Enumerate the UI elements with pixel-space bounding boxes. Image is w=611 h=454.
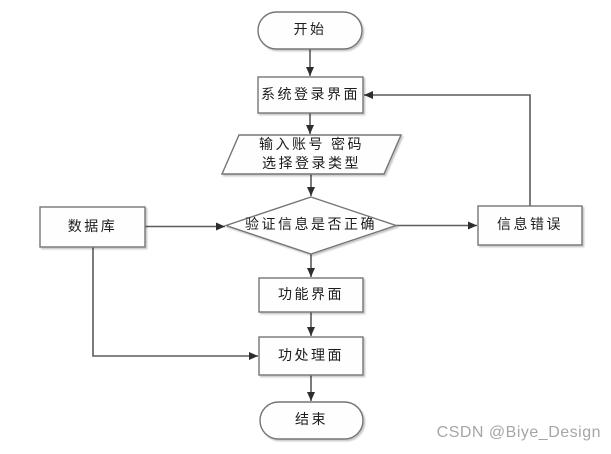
function-node-shape	[258, 277, 364, 313]
decision-node-shape	[223, 196, 399, 255]
end-node-shape	[259, 401, 364, 440]
process-node-shape	[258, 336, 364, 376]
error-node-shape	[477, 205, 583, 246]
input-node-shape	[220, 134, 403, 175]
start-node-shape	[257, 11, 363, 50]
edge-error-to-login	[364, 91, 531, 206]
edge-database-to-process	[92, 247, 258, 360]
database-node-shape	[39, 206, 146, 248]
csdn-watermark: CSDN @Biye_Design	[436, 424, 601, 441]
login-node-shape	[257, 76, 364, 114]
